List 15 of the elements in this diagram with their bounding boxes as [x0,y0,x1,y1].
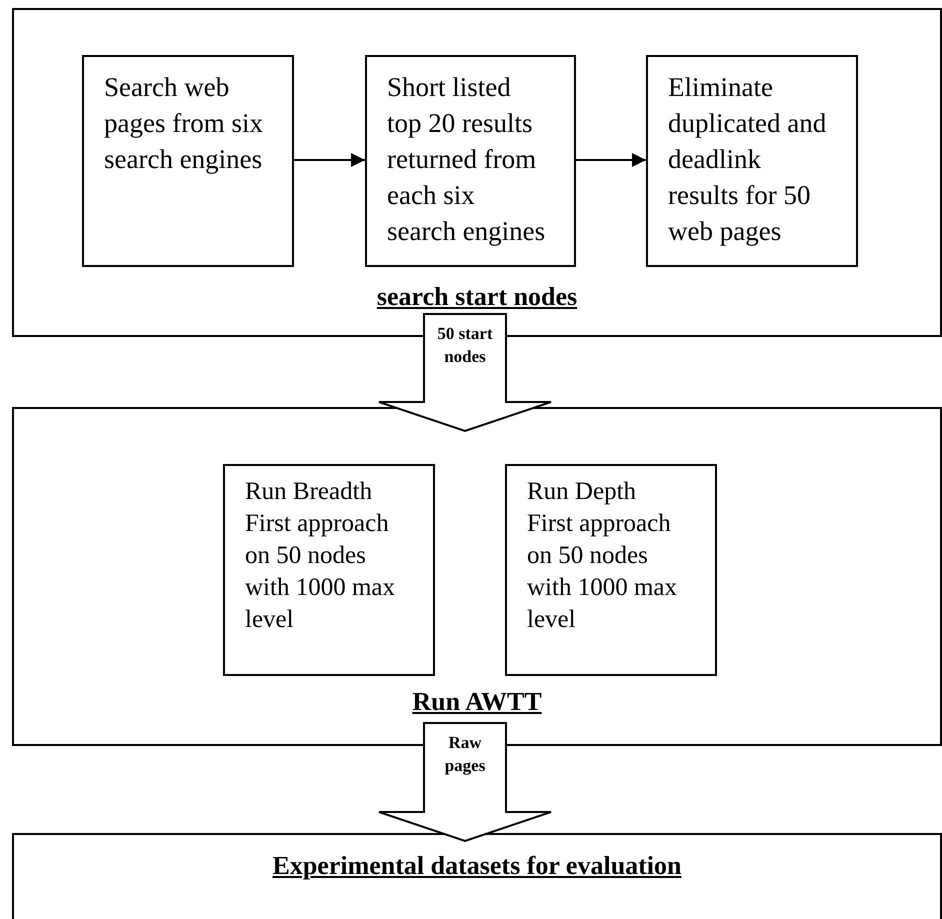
box-text: Run Breadth First approach on 50 nodes with 1000 max level [245,477,396,635]
process-box [505,464,717,676]
box-text: Run Depth First approach on 50 nodes with 1000 max level [527,477,678,635]
process-box [365,55,576,267]
arrow [576,153,646,167]
section-heading: search start nodes [376,282,578,312]
process-box [223,464,435,676]
box-text: Eliminate duplicated and deadlink results for 50 web pages [668,71,828,248]
process-box [82,55,294,267]
box-text: Search web pages from six search engines [104,71,264,176]
section-heading: Run AWTT [412,687,542,717]
section-heading: Experimental datasets for evaluation [272,851,682,881]
box-text: Short listed top 20 results returned from each six search engines [387,71,546,248]
process-box [646,55,858,267]
arrow [294,153,365,167]
